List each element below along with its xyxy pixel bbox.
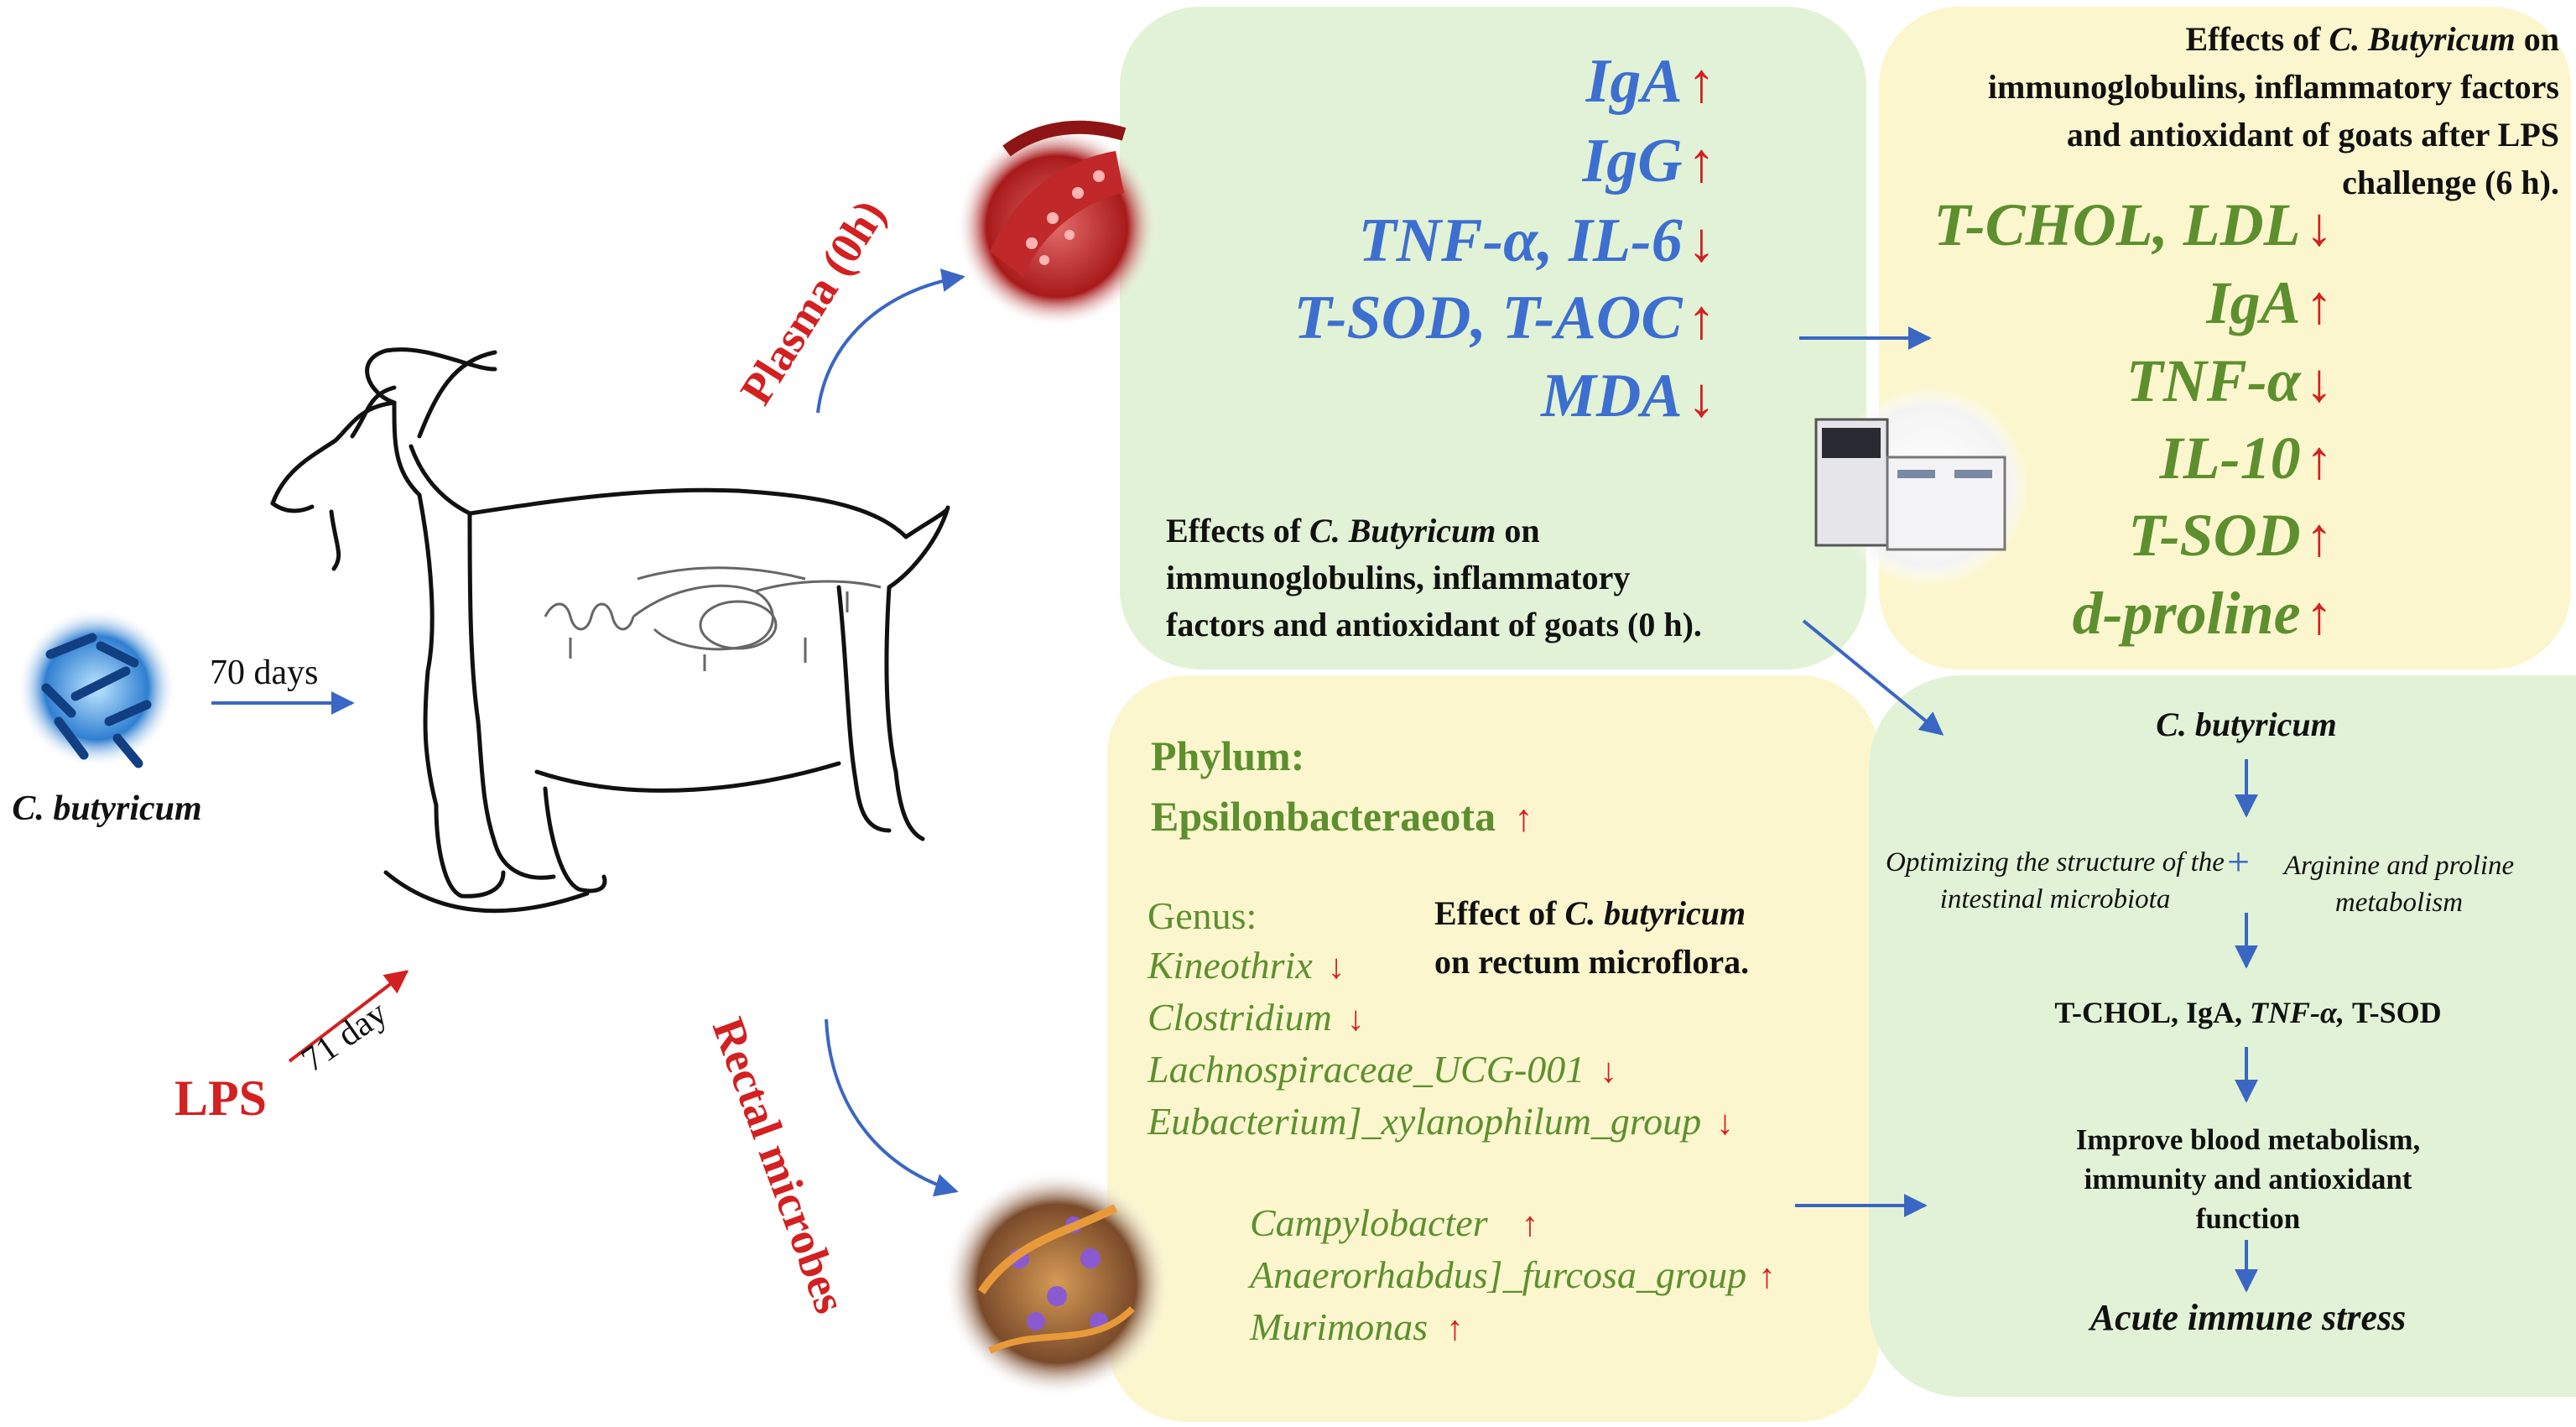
instrument-image	[1814, 386, 2030, 587]
arrow-to-mechanism	[1802, 619, 1944, 736]
arrow-lps	[288, 970, 409, 1063]
genus-down-1: Kineothrix↓	[1147, 944, 1345, 987]
plasma-0h-item-1: IgA↑	[1585, 47, 1715, 116]
trend-up-icon: ↑	[1687, 289, 1715, 351]
trend-up-icon: ↑	[1521, 1205, 1539, 1243]
mechanism-panel	[1869, 675, 2576, 1397]
plasma-6h-item-4: IL-10↑	[2159, 424, 2333, 492]
mechanism-left-branch: Optimizing the structure of the intestin…	[1886, 847, 2225, 914]
microbes-panel	[1107, 675, 1879, 1422]
trend-up-icon: ↑	[1446, 1309, 1464, 1347]
microbes-image	[944, 1170, 1170, 1397]
genus-down-2: Clostridium↓	[1147, 996, 1365, 1039]
plasma-6h-item-1: T-CHOL, LDL↓	[1933, 191, 2333, 258]
mechanism-right-branch: Arginine and proline metabolism	[2283, 851, 2515, 918]
plasma-0h-item-4: T-SOD, T-AOC↑	[1293, 284, 1715, 352]
trend-up-icon: ↑	[1687, 53, 1715, 114]
mechanism-outcome: Acute immune stress	[2089, 1297, 2407, 1338]
phylum-value: Epsilonbacteraeota↑	[1151, 793, 1533, 840]
plasma-0h-item-2: IgG↑	[1582, 127, 1715, 195]
trend-down-icon: ↓	[1346, 999, 1365, 1038]
microbes-note: Effect of C. butyricum on rectum microfl…	[1434, 894, 1750, 981]
blood-vessel-image	[956, 120, 1158, 327]
bacteria-label: C. butyricum	[12, 789, 202, 828]
trend-down-icon: ↓	[1687, 212, 1715, 273]
plasma-6h-item-3: TNF-α↓	[2126, 347, 2333, 414]
trend-down-icon: ↓	[2305, 353, 2333, 414]
trend-down-icon: ↓	[1687, 367, 1715, 429]
plasma-0h-item-5: MDA↓	[1541, 362, 1715, 430]
mechanism-title: C. butyricum	[2156, 706, 2337, 743]
plasma-0h-item-3: TNF-α, IL-6↓	[1358, 206, 1715, 275]
trend-up-icon: ↑	[1758, 1257, 1776, 1295]
trend-up-icon: ↑	[2305, 586, 2333, 646]
phylum-heading: Phylum:	[1151, 732, 1305, 779]
duration-label: 70 days	[210, 654, 319, 692]
trend-down-icon: ↓	[2305, 197, 2333, 258]
arrow-to-microbes	[825, 1018, 959, 1197]
genus-down-3: Lachnospiraceae_UCG-001↓	[1147, 1048, 1617, 1091]
trend-up-icon: ↑	[1687, 133, 1715, 194]
trend-down-icon: ↓	[1600, 1051, 1617, 1090]
plasma-0h-note: Effects of C. Butyricum on immunoglobuli…	[1166, 512, 1702, 643]
arrow-to-plasma	[816, 268, 965, 414]
digestive-tract-sketch	[544, 566, 882, 671]
plasma-6h-item-2: IgA↑	[2206, 269, 2333, 336]
plasma-0h-panel	[1120, 7, 1866, 669]
genus-up-1: Campylobacter↑	[1250, 1201, 1539, 1244]
bacteria-image	[17, 608, 176, 768]
trend-up-icon: ↑	[2305, 430, 2333, 491]
mechanism-markers: T-CHOL, IgA, TNF-α, T-SOD	[2054, 996, 2442, 1029]
genus-up-2: Anaerorhabdus]_furcosa_group↑	[1250, 1253, 1776, 1296]
plasma-6h-item-5: T-SOD↑	[2128, 502, 2333, 569]
plasma-6h-item-6: d-proline↑	[2072, 580, 2333, 647]
trend-up-icon: ↑	[1514, 797, 1533, 839]
goat-illustration	[270, 347, 950, 914]
trend-up-icon: ↑	[2305, 508, 2333, 568]
lps-label: LPS	[174, 1070, 268, 1126]
genus-down-4: Eubacterium]_xylanophilum_group↓	[1147, 1100, 1734, 1143]
plasma-6h-note: Effects of C. Butyricum on immunoglobuli…	[1987, 20, 2559, 201]
trend-down-icon: ↓	[1327, 947, 1345, 986]
trend-down-icon: ↓	[1716, 1103, 1734, 1142]
genus-up-3: Murimonas↑	[1250, 1305, 1464, 1348]
mechanism-improve: Improve blood metabolism, immunity and a…	[2075, 1123, 2421, 1235]
trend-up-icon: ↑	[2305, 275, 2333, 336]
mechanism-plus: +	[2227, 840, 2251, 884]
genus-heading: Genus:	[1147, 894, 1257, 937]
